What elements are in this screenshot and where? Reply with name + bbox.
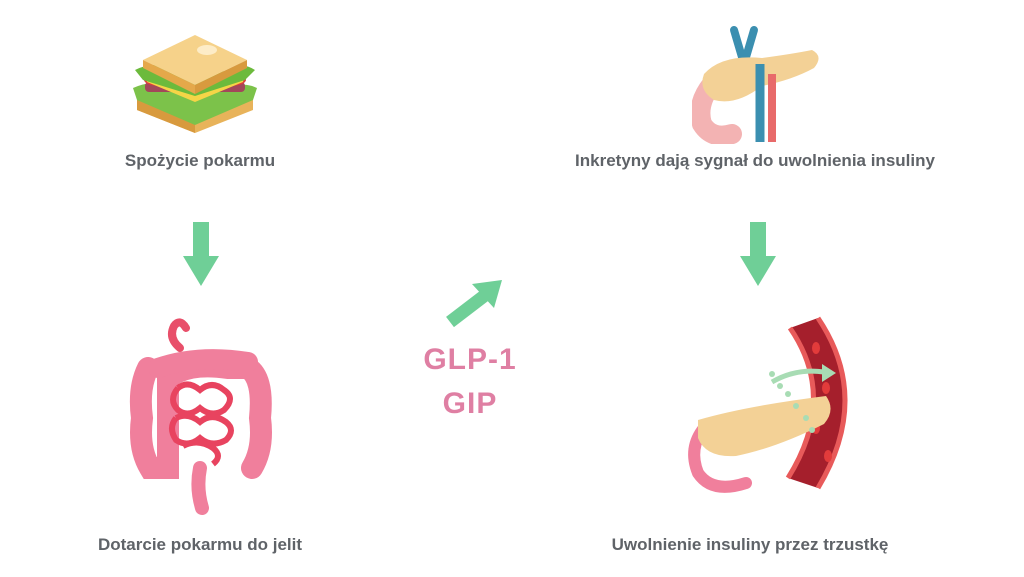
step-insulin-label: Uwolnienie insuliny przez trzustkę [611,535,889,554]
pancreas-blood-vessel-icon [688,316,848,493]
hormone-gip: GIP [442,387,498,420]
hormone-labels: GLP-1 GIP [410,338,530,426]
down-arrow-icon [740,222,776,286]
step-eating-label: Spożycie pokarmu [124,151,276,170]
step-incretins-label: Inkretyny dają sygnał do uwolnienia insu… [575,151,935,170]
step-intestines-label: Dotarcie pokarmu do jelit [97,535,303,554]
sandwich-icon [133,35,257,133]
hormone-glp1: GLP-1 [423,343,517,376]
intestines-icon [129,318,272,515]
diagonal-arrow-icon [446,280,502,328]
down-arrow-icon [183,222,219,286]
pancreas-icon [692,26,819,144]
